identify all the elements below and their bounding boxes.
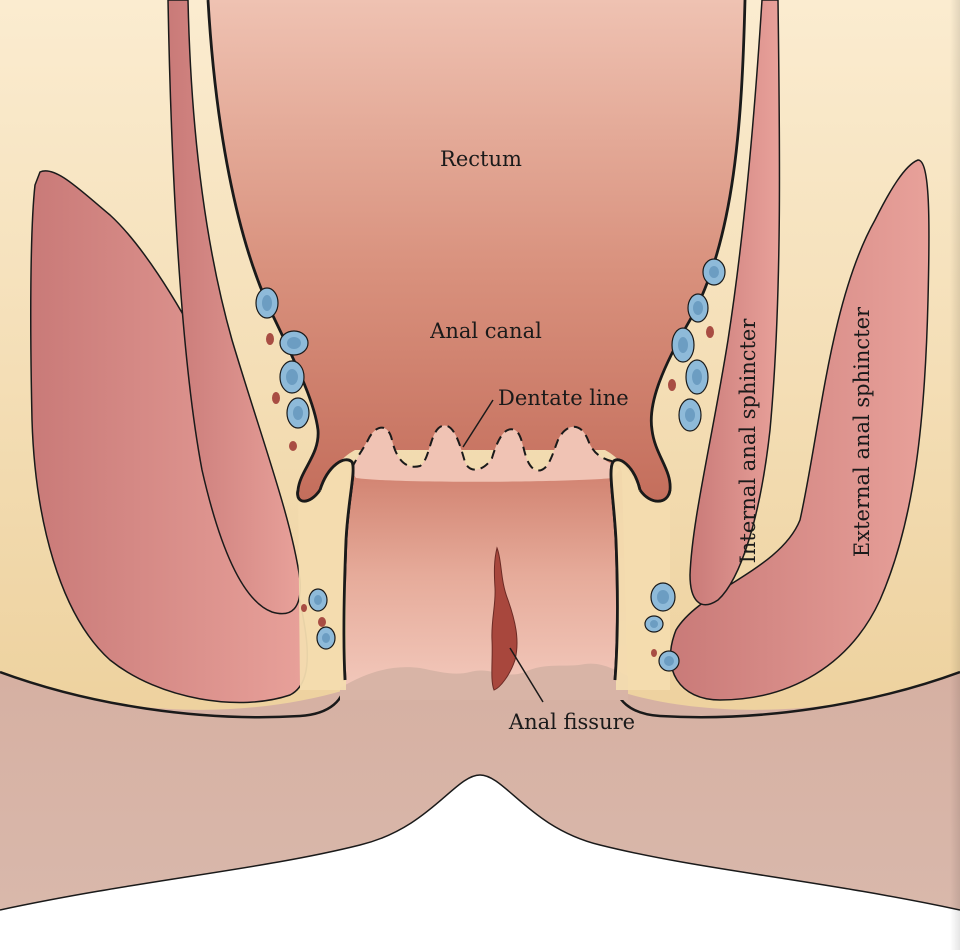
label-anal-fissure: Anal fissure xyxy=(508,710,635,734)
right-internal-sphincter xyxy=(689,0,781,606)
right-external-sphincter xyxy=(669,159,930,701)
perianal-skin xyxy=(0,672,960,910)
left-hemorrhoidal-vessels-upper xyxy=(255,287,310,451)
anal-papillae xyxy=(352,425,620,482)
lower-anal-canal xyxy=(340,460,628,690)
anal-verge-skin-edge xyxy=(340,663,628,700)
left-anal-cushion xyxy=(297,459,354,690)
label-rectum: Rectum xyxy=(440,147,522,171)
right-hemorrhoidal-vessels-upper xyxy=(668,258,726,432)
anal-fissure-lesion xyxy=(491,546,518,691)
dentate-line-dashed xyxy=(351,424,617,472)
gluteal-cleft-background xyxy=(0,775,960,950)
left-anal-wall-outline xyxy=(318,458,355,681)
skin-outline xyxy=(0,774,960,911)
label-anal-canal: Anal canal xyxy=(429,319,542,343)
right-hemorrhoidal-vessels-lower xyxy=(644,582,680,672)
left-internal-sphincter xyxy=(167,0,301,615)
anal-fissure-leader xyxy=(509,647,544,703)
rectal-lumen xyxy=(208,0,745,502)
label-internal-anal-sphincter: Internal anal sphincter xyxy=(736,318,760,564)
label-external-anal-sphincter: External anal sphincter xyxy=(850,306,874,557)
right-cushion-outline xyxy=(638,489,672,503)
dentate-line-leader xyxy=(462,399,494,448)
right-fat-boundary xyxy=(613,670,960,719)
label-dentate-line: Dentate line xyxy=(498,386,629,410)
left-hemorrhoidal-vessels-lower xyxy=(301,588,336,650)
left-fat-boundary xyxy=(0,670,347,719)
right-anal-wall-outline xyxy=(609,458,642,681)
left-cushion-outline xyxy=(296,489,322,503)
page-edge-shadow xyxy=(950,0,960,950)
